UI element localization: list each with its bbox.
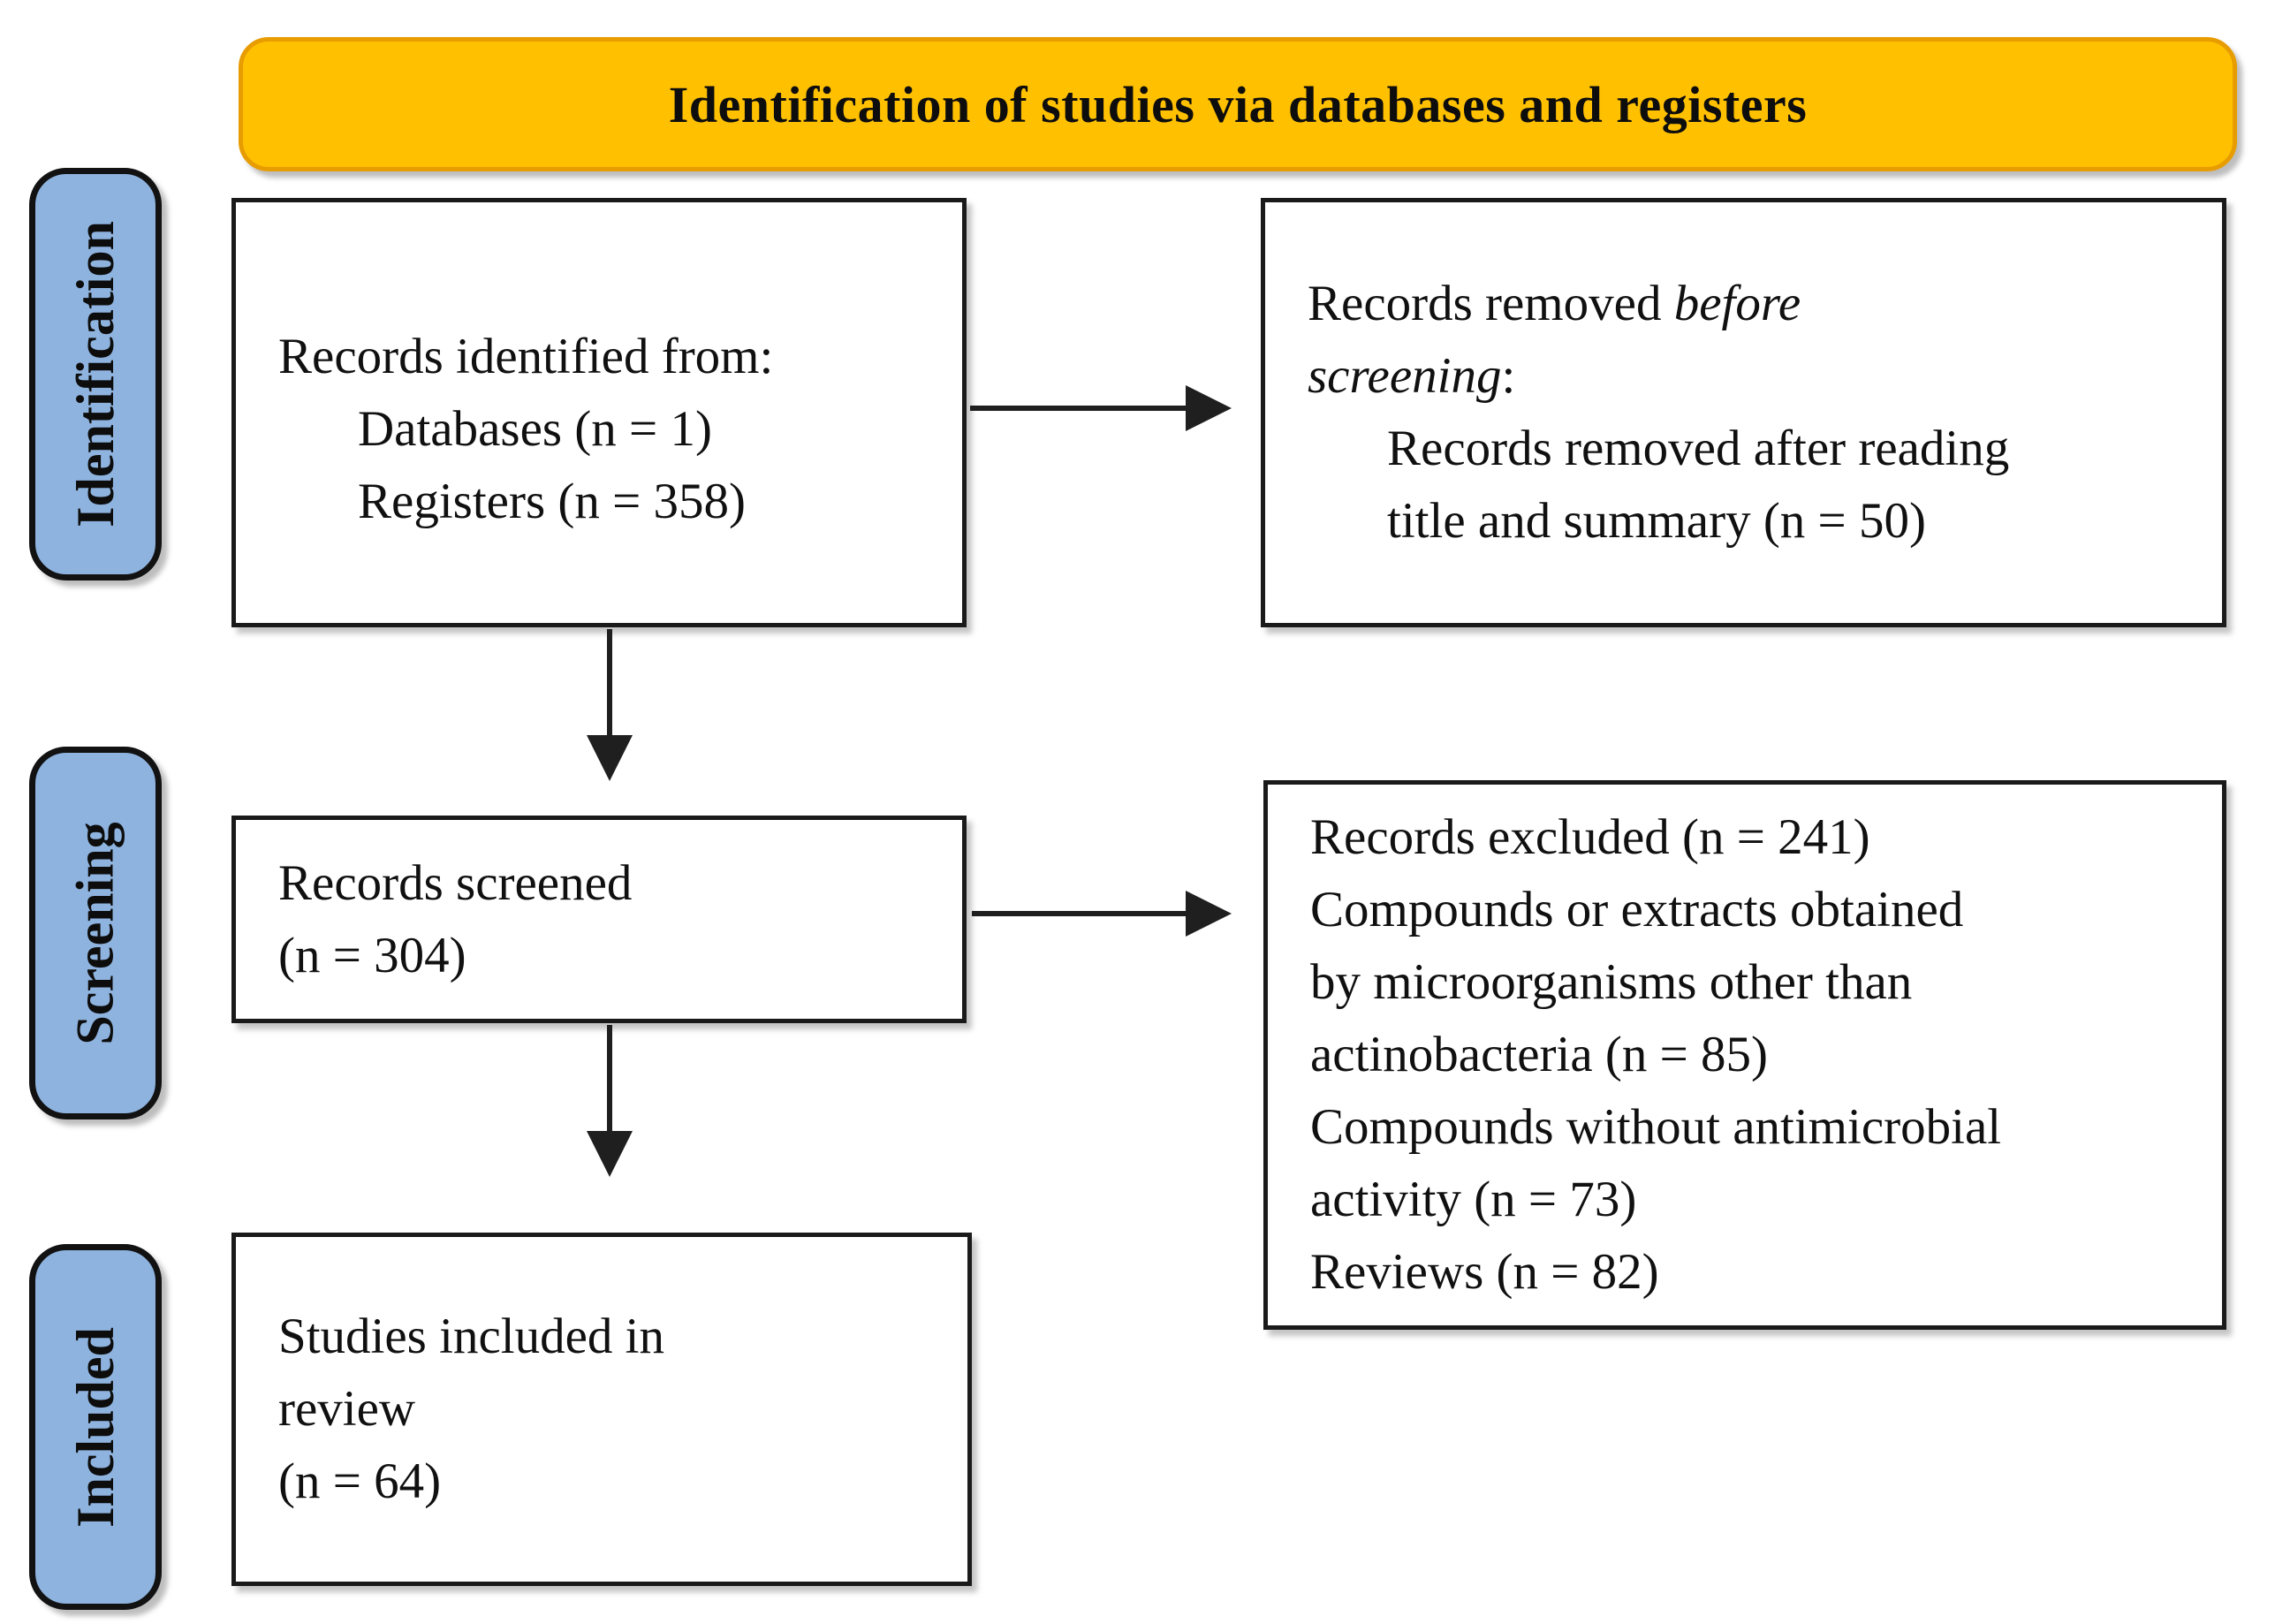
box-line: actinobacteria (n = 85) (1310, 1027, 1768, 1082)
box-records-removed-text: Records removed before screening: Records … (1265, 268, 2222, 558)
arrow-identified-to-removed-icon (970, 385, 1232, 431)
box-line: Records removed before (1308, 276, 1801, 331)
box-records-identified-text: Records identified from: Databases (n = 1… (236, 287, 962, 538)
stage-label-screening-text: Screening (65, 821, 125, 1045)
box-line: Studies included in (278, 1309, 664, 1364)
box-line: by microorganisms other than (1310, 954, 1913, 1010)
header-title: Identification of studies via databases … (668, 75, 1808, 133)
box-line: Compounds without antimicrobial (1310, 1099, 2002, 1155)
box-records-screened-text: Records screened (n = 304) (236, 847, 962, 992)
box-studies-included-text: Studies included in review (n = 64) (236, 1301, 967, 1518)
box-line: (n = 304) (278, 927, 466, 983)
box-line: Records identified from: (278, 329, 774, 384)
arrow-screened-to-excluded-icon (972, 891, 1232, 937)
box-line: screening: (1308, 348, 1516, 404)
box-line: activity (n = 73) (1310, 1172, 1637, 1227)
box-line: review (278, 1381, 416, 1437)
box-records-removed-before-screening: Records removed before screening: Records … (1261, 198, 2226, 627)
box-line: Records removed after reading (1387, 421, 2010, 476)
header-banner: Identification of studies via databases … (239, 37, 2237, 171)
box-records-excluded: Records excluded (n = 241) Compounds or e… (1263, 780, 2226, 1330)
arrow-screened-to-included-icon (587, 1025, 633, 1177)
box-line: Records screened (278, 854, 633, 911)
stage-label-screening: Screening (29, 747, 162, 1119)
box-line: Records excluded (n = 241) (1310, 809, 1870, 865)
arrow-identified-to-screened-icon (587, 629, 633, 781)
box-line: Reviews (n = 82) (1310, 1244, 1659, 1300)
stage-label-identification: Identification (29, 168, 162, 581)
box-line: Databases (n = 1) (358, 401, 712, 457)
stage-label-identification-text: Identification (65, 221, 125, 527)
box-records-excluded-text: Records excluded (n = 241) Compounds or e… (1268, 801, 2222, 1309)
box-studies-included: Studies included in review (n = 64) (231, 1233, 972, 1586)
box-line: Compounds or extracts obtained (1310, 882, 1964, 937)
box-records-screened: Records screened (n = 304) (231, 816, 967, 1023)
stage-label-included-text: Included (65, 1326, 125, 1528)
box-line: Registers (n = 358) (358, 474, 746, 529)
stage-label-included: Included (29, 1244, 162, 1610)
box-line: title and summary (n = 50) (1387, 493, 1926, 549)
box-line: (n = 64) (278, 1453, 442, 1509)
box-records-identified: Records identified from: Databases (n = 1… (231, 198, 967, 627)
